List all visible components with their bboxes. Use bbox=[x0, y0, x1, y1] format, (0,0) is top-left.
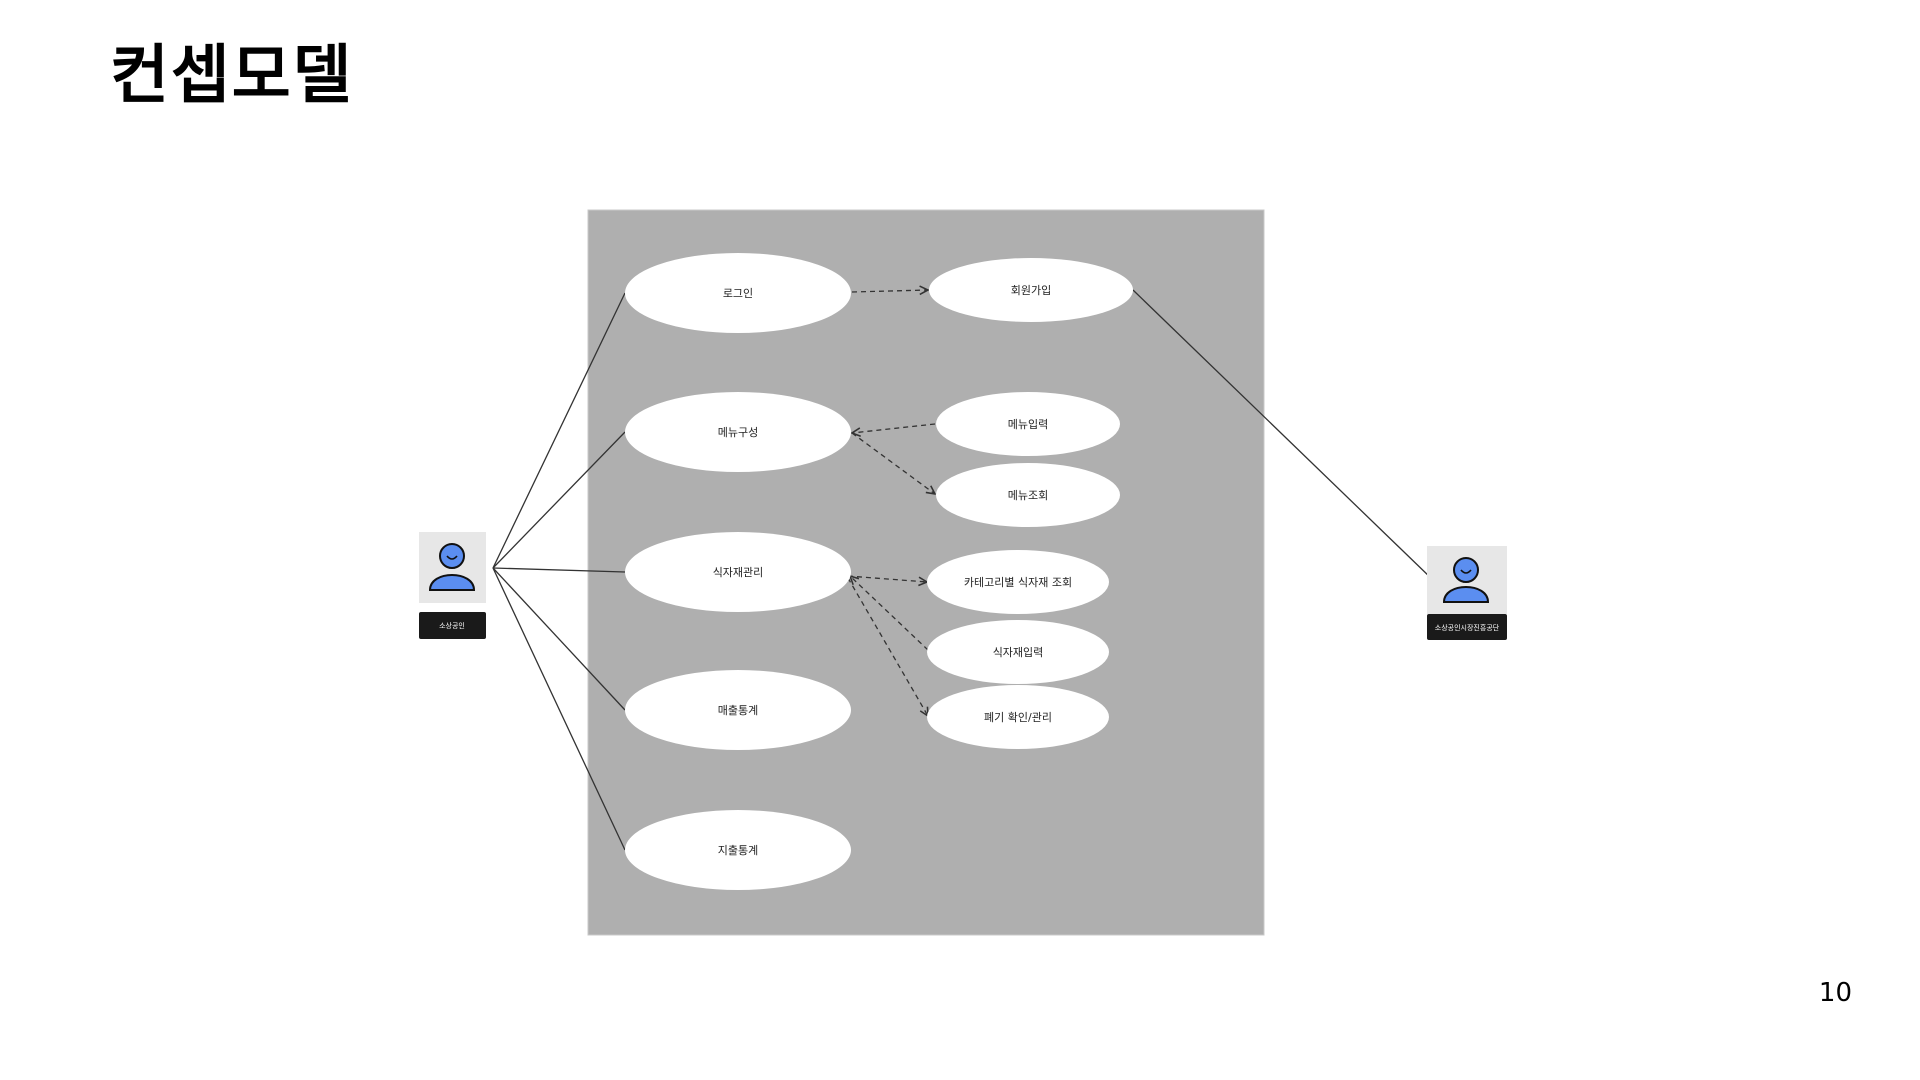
actor-label: 소상공인시장진흥공단 bbox=[1435, 623, 1500, 632]
use-case-menu-input[interactable]: 메뉴입력 bbox=[936, 392, 1120, 456]
use-case-expense-stats[interactable]: 지출통계 bbox=[625, 810, 851, 890]
use-case-label: 메뉴구성 bbox=[718, 426, 758, 439]
use-case-ellipse bbox=[929, 258, 1133, 322]
association-line-agency-signup bbox=[1132, 289, 1434, 581]
use-case-disposal-manage[interactable]: 폐기 확인/관리 bbox=[927, 685, 1109, 749]
use-case-label: 메뉴입력 bbox=[1008, 418, 1048, 431]
use-case-sales-stats[interactable]: 매출통계 bbox=[625, 670, 851, 750]
use-case-label: 매출통계 bbox=[718, 704, 758, 717]
dependency-line-menu-input-compose bbox=[852, 423, 936, 433]
actor-label-background bbox=[419, 612, 486, 639]
use-case-label: 식자재관리 bbox=[713, 566, 764, 579]
association-line-ingredient-manage bbox=[492, 567, 626, 573]
association-line-menu-compose bbox=[492, 431, 626, 569]
use-case-ellipse bbox=[927, 550, 1109, 614]
use-case-label: 폐기 확인/관리 bbox=[984, 711, 1052, 724]
use-case-ellipse bbox=[625, 670, 851, 750]
dependency-line-login-signup bbox=[851, 290, 928, 292]
association-line-login bbox=[492, 292, 626, 569]
user-icon bbox=[1442, 557, 1490, 603]
use-case-menu-view[interactable]: 메뉴조회 bbox=[936, 463, 1120, 527]
use-case-ellipse bbox=[625, 532, 851, 612]
use-case-menu-compose[interactable]: 메뉴구성 bbox=[625, 392, 851, 472]
association-line-expense-stats bbox=[492, 567, 626, 851]
use-case-ellipse bbox=[625, 810, 851, 890]
actor-label-background bbox=[1427, 614, 1507, 640]
use-case-ellipse bbox=[625, 392, 851, 472]
user-icon bbox=[428, 543, 476, 591]
use-case-label: 메뉴조회 bbox=[1008, 489, 1048, 502]
dependency-lines bbox=[847, 290, 936, 716]
page-title: 컨셉모델 bbox=[110, 39, 354, 113]
use-case-label: 회원가입 bbox=[1011, 284, 1051, 297]
use-case-ellipse bbox=[625, 253, 851, 333]
dependency-line-compose-menu-view bbox=[851, 432, 935, 494]
use-case-label: 카테고리별 식자재 조회 bbox=[964, 576, 1072, 589]
actor-small-business-owner[interactable]: 소상공인 bbox=[419, 532, 486, 639]
use-case-label: 지출통계 bbox=[718, 844, 758, 857]
use-case-ingredient-by-category[interactable]: 카테고리별 식자재 조회 bbox=[927, 550, 1109, 614]
use-case-login[interactable]: 로그인 bbox=[625, 253, 851, 333]
page-number: 10 bbox=[1818, 978, 1852, 1008]
use-case-ellipse bbox=[936, 463, 1120, 527]
association-line-sales-stats bbox=[492, 567, 626, 711]
actor-associations-small-business-owner bbox=[492, 292, 626, 851]
use-case-label: 로그인 bbox=[723, 287, 753, 300]
use-case-ellipse bbox=[927, 685, 1109, 749]
actor-agency[interactable]: 소상공인시장진흥공단 bbox=[1427, 546, 1507, 640]
use-case-label: 식자재입력 bbox=[993, 646, 1044, 659]
use-case-ellipse bbox=[936, 392, 1120, 456]
actor-label: 소상공인 bbox=[439, 621, 465, 630]
use-case-ingredient-input[interactable]: 식자재입력 bbox=[927, 620, 1109, 684]
use-case-ellipse bbox=[927, 620, 1109, 684]
use-case-ingredient-manage[interactable]: 식자재관리 bbox=[625, 532, 851, 612]
use-case-signup[interactable]: 회원가입 bbox=[929, 258, 1133, 322]
dependency-line-category-ingredient bbox=[847, 575, 927, 582]
